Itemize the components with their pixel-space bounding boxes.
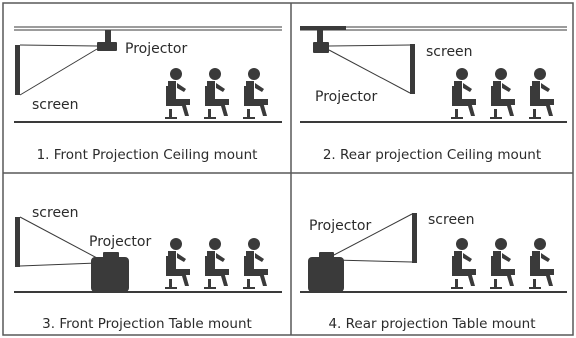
floor-line bbox=[300, 291, 567, 293]
projector-icon bbox=[308, 252, 344, 292]
projection-beam-bottom bbox=[19, 262, 98, 267]
seated-person-icon bbox=[451, 68, 476, 119]
audience bbox=[451, 238, 554, 289]
projection-beam-top bbox=[333, 213, 413, 256]
seated-person-icon bbox=[529, 68, 554, 119]
screen-label: screen bbox=[428, 212, 475, 228]
seated-person-icon bbox=[490, 238, 515, 289]
seated-person-icon bbox=[165, 238, 190, 289]
projector-icon bbox=[97, 30, 117, 51]
projector-label: Projector bbox=[309, 218, 371, 234]
projection-beam-bottom bbox=[19, 48, 98, 96]
floor-line bbox=[14, 121, 282, 123]
panel-caption: 4. Rear projection Table mount bbox=[328, 316, 535, 332]
seated-person-icon bbox=[490, 68, 515, 119]
projector-label: Projector bbox=[315, 89, 377, 105]
panel-caption: 2. Rear projection Ceiling mount bbox=[323, 147, 541, 163]
screen-label: screen bbox=[32, 97, 79, 113]
audience bbox=[165, 238, 268, 289]
projection-beam-top bbox=[19, 216, 98, 259]
panel-front-table: screen Projector 3. Front Projection Tab… bbox=[14, 205, 282, 332]
panel-caption: 3. Front Projection Table mount bbox=[42, 316, 252, 332]
panel-caption: 1. Front Projection Ceiling mount bbox=[37, 147, 258, 163]
projection-beam-top bbox=[328, 44, 411, 47]
audience bbox=[165, 68, 268, 119]
seated-person-icon bbox=[243, 238, 268, 289]
panel-front-ceiling: Projector screen 1. Front Projection Cei… bbox=[14, 26, 282, 163]
projection-screen-icon bbox=[15, 45, 20, 95]
screen-label: screen bbox=[32, 205, 79, 221]
seated-person-icon bbox=[204, 238, 229, 289]
floor-line bbox=[14, 291, 282, 293]
projection-beam-top bbox=[19, 44, 98, 47]
seated-person-icon bbox=[243, 68, 268, 119]
projection-screen-icon bbox=[412, 213, 417, 263]
projection-beam-bottom bbox=[333, 259, 413, 263]
projector-icon bbox=[300, 26, 346, 53]
seated-person-icon bbox=[451, 238, 476, 289]
panel-rear-ceiling: screen Projector 2. Rear projection Ceil… bbox=[300, 26, 567, 163]
screen-label: screen bbox=[426, 44, 473, 60]
panel-rear-table: Projector screen 4. Rear projection Tabl… bbox=[300, 212, 567, 332]
projection-beam-bottom bbox=[328, 49, 411, 94]
projection-screen-icon bbox=[15, 217, 20, 267]
projector-icon bbox=[91, 252, 129, 292]
seated-person-icon bbox=[529, 238, 554, 289]
seated-person-icon bbox=[165, 68, 190, 119]
audience bbox=[451, 68, 554, 119]
projector-label: Projector bbox=[89, 234, 151, 250]
projector-label: Projector bbox=[125, 41, 187, 57]
seated-person-icon bbox=[204, 68, 229, 119]
floor-line bbox=[300, 121, 567, 123]
projection-screen-icon bbox=[410, 44, 415, 94]
